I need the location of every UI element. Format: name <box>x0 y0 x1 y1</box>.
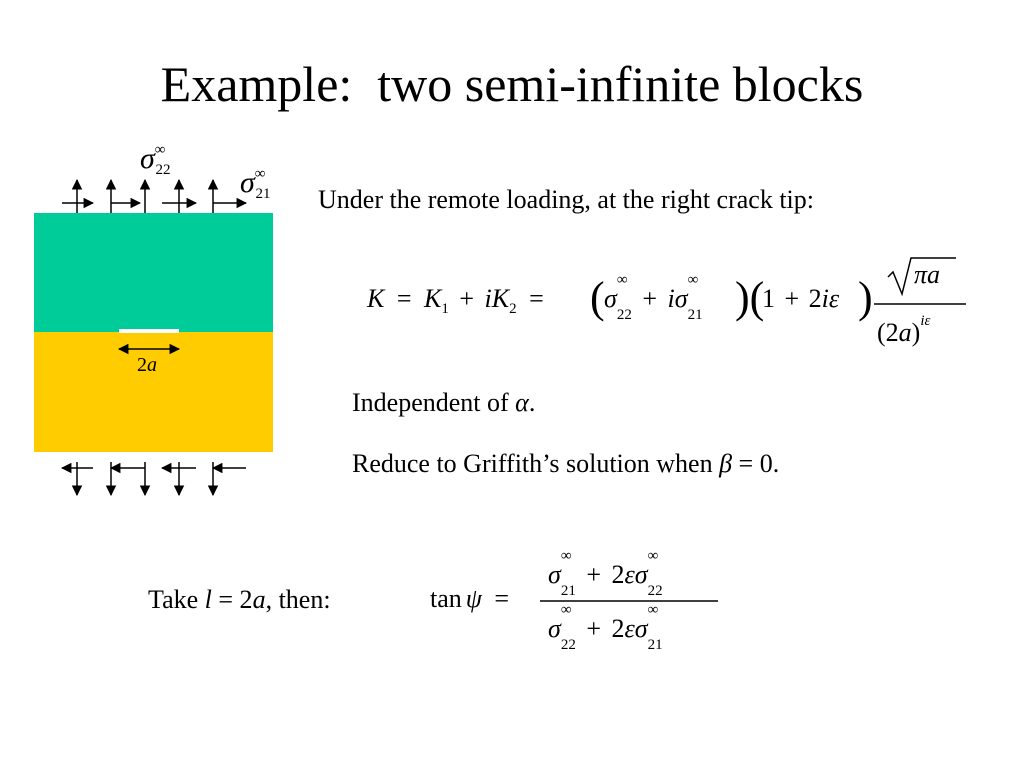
sigma21-label: σ∞21 <box>240 166 271 203</box>
open-paren-1: ( <box>590 273 605 322</box>
two-a-denominator: (2a)iε <box>877 313 931 347</box>
independent-text: Independent of α. <box>352 388 536 417</box>
intro-text: Under the remote loading, at the right c… <box>318 185 814 214</box>
crack-length-label: 2a <box>137 354 157 376</box>
paren-pair: )( <box>735 273 765 322</box>
pi-a-numerator: πa <box>914 260 941 289</box>
stress-intensity-equation: K = K1 + iK2 = <box>367 284 544 318</box>
close-paren-2: ) <box>858 273 873 322</box>
upper-block <box>34 213 273 332</box>
take-text: Take l = 2a, then: <box>148 585 331 614</box>
sigma22-label: σ∞22 <box>140 142 171 179</box>
slide-title: Example: two semi-infinite blocks <box>160 56 864 112</box>
griffith-text: Reduce to Griffith’s solution when β = 0… <box>352 449 780 478</box>
tan-numerator: σ∞21 + 2εσ∞22 <box>548 548 663 600</box>
one-plus-term: 1 + 2iε <box>762 284 840 313</box>
crack-line <box>119 329 179 333</box>
sigma-sum: σ∞22 + iσ∞21 <box>604 272 703 324</box>
tan-denominator: σ∞22 + 2εσ∞21 <box>548 602 663 654</box>
